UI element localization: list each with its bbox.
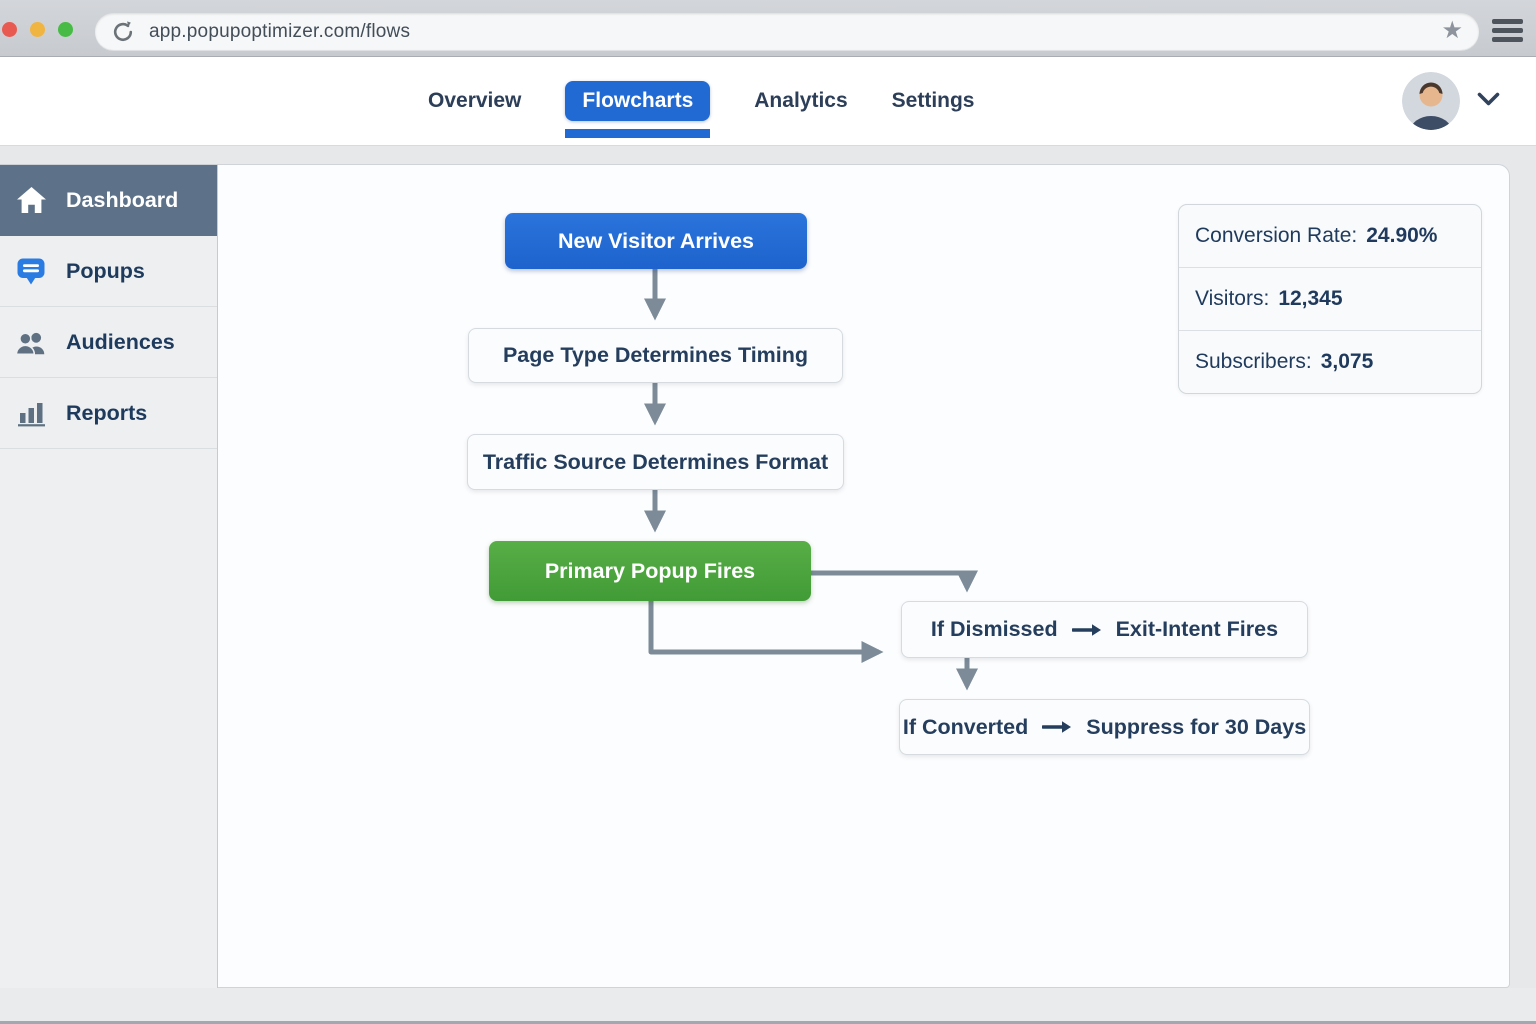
star-icon[interactable]: ★	[1441, 17, 1463, 44]
edge-primary-dismissed-bottom	[648, 601, 884, 663]
home-icon	[15, 186, 47, 214]
window-controls	[2, 22, 73, 37]
sidebar-item-label: Audiences	[66, 329, 175, 354]
result-text: Exit-Intent Fires	[1115, 617, 1279, 641]
flow-node-primary-popup[interactable]: Primary Popup Fires	[489, 541, 811, 601]
stat-visitors: Visitors: 12,345	[1179, 268, 1481, 331]
arrow-right-icon	[1071, 623, 1102, 637]
condition-text: If Converted	[902, 714, 1029, 739]
sidebar: Dashboard Popups Audiences	[0, 164, 218, 988]
stats-card: Conversion Rate: 24.90% Visitors: 12,345…	[1178, 204, 1482, 394]
flowchart-canvas: New Visitor Arrives Page Type Determines…	[218, 164, 1510, 988]
reports-icon	[15, 399, 47, 427]
tab-overview[interactable]: Overview	[428, 89, 522, 112]
sidebar-item-popups[interactable]: Popups	[0, 236, 217, 307]
sidebar-item-label: Reports	[66, 400, 148, 425]
popups-icon	[15, 256, 47, 286]
nav-tabs: Overview Flowcharts Analytics Settings	[428, 57, 974, 145]
account-menu[interactable]	[1402, 57, 1500, 145]
minimize-window-button[interactable]	[30, 22, 45, 37]
sidebar-item-reports[interactable]: Reports	[0, 378, 217, 449]
hamburger-icon[interactable]	[1492, 19, 1523, 46]
edge-primary-dismissed-right	[811, 570, 979, 593]
reload-icon[interactable]	[110, 19, 136, 45]
flow-node-traffic-source[interactable]: Traffic Source Determines Format	[467, 434, 844, 490]
maximize-window-button[interactable]	[58, 22, 73, 37]
stat-value: 12,345	[1278, 287, 1343, 310]
window-footer	[0, 988, 1536, 1024]
flow-node-if-converted[interactable]: If Converted Suppress for 30 Days	[899, 699, 1310, 755]
stat-value: 24.90%	[1366, 224, 1438, 247]
top-nav: Overview Flowcharts Analytics Settings	[0, 57, 1536, 146]
stat-value: 3,075	[1320, 350, 1374, 373]
audiences-icon	[15, 329, 47, 356]
flow-node-page-type[interactable]: Page Type Determines Timing	[468, 328, 843, 383]
browser-chrome: app.popupoptimizer.com/flows ★	[0, 0, 1536, 57]
condition-text: If Dismissed	[930, 617, 1058, 641]
stat-conversion-rate: Conversion Rate: 24.90%	[1179, 205, 1481, 268]
sidebar-item-audiences[interactable]: Audiences	[0, 307, 217, 378]
sidebar-item-label: Dashboard	[66, 187, 179, 212]
arrow-right-icon	[1042, 720, 1072, 734]
tab-settings[interactable]: Settings	[891, 89, 975, 112]
stat-label: Conversion Rate:	[1195, 224, 1358, 247]
user-avatar[interactable]	[1402, 72, 1460, 130]
url-bar[interactable]: app.popupoptimizer.com/flows ★	[95, 13, 1479, 50]
chevron-down-icon[interactable]	[1477, 92, 1500, 111]
flow-node-new-visitor[interactable]: New Visitor Arrives	[505, 213, 807, 269]
sidebar-item-dashboard[interactable]: Dashboard	[0, 165, 217, 236]
tab-flowcharts[interactable]: Flowcharts	[565, 81, 711, 138]
close-window-button[interactable]	[2, 22, 17, 37]
url-text[interactable]: app.popupoptimizer.com/flows	[149, 20, 411, 42]
sidebar-item-label: Popups	[66, 258, 145, 283]
result-text: Suppress for 30 Days	[1086, 714, 1307, 739]
stat-subscribers: Subscribers: 3,075	[1179, 331, 1481, 393]
flow-node-if-dismissed[interactable]: If Dismissed Exit-Intent Fires	[901, 601, 1308, 658]
stat-label: Subscribers:	[1195, 350, 1312, 373]
tab-analytics[interactable]: Analytics	[754, 89, 848, 112]
stat-label: Visitors:	[1195, 287, 1270, 310]
